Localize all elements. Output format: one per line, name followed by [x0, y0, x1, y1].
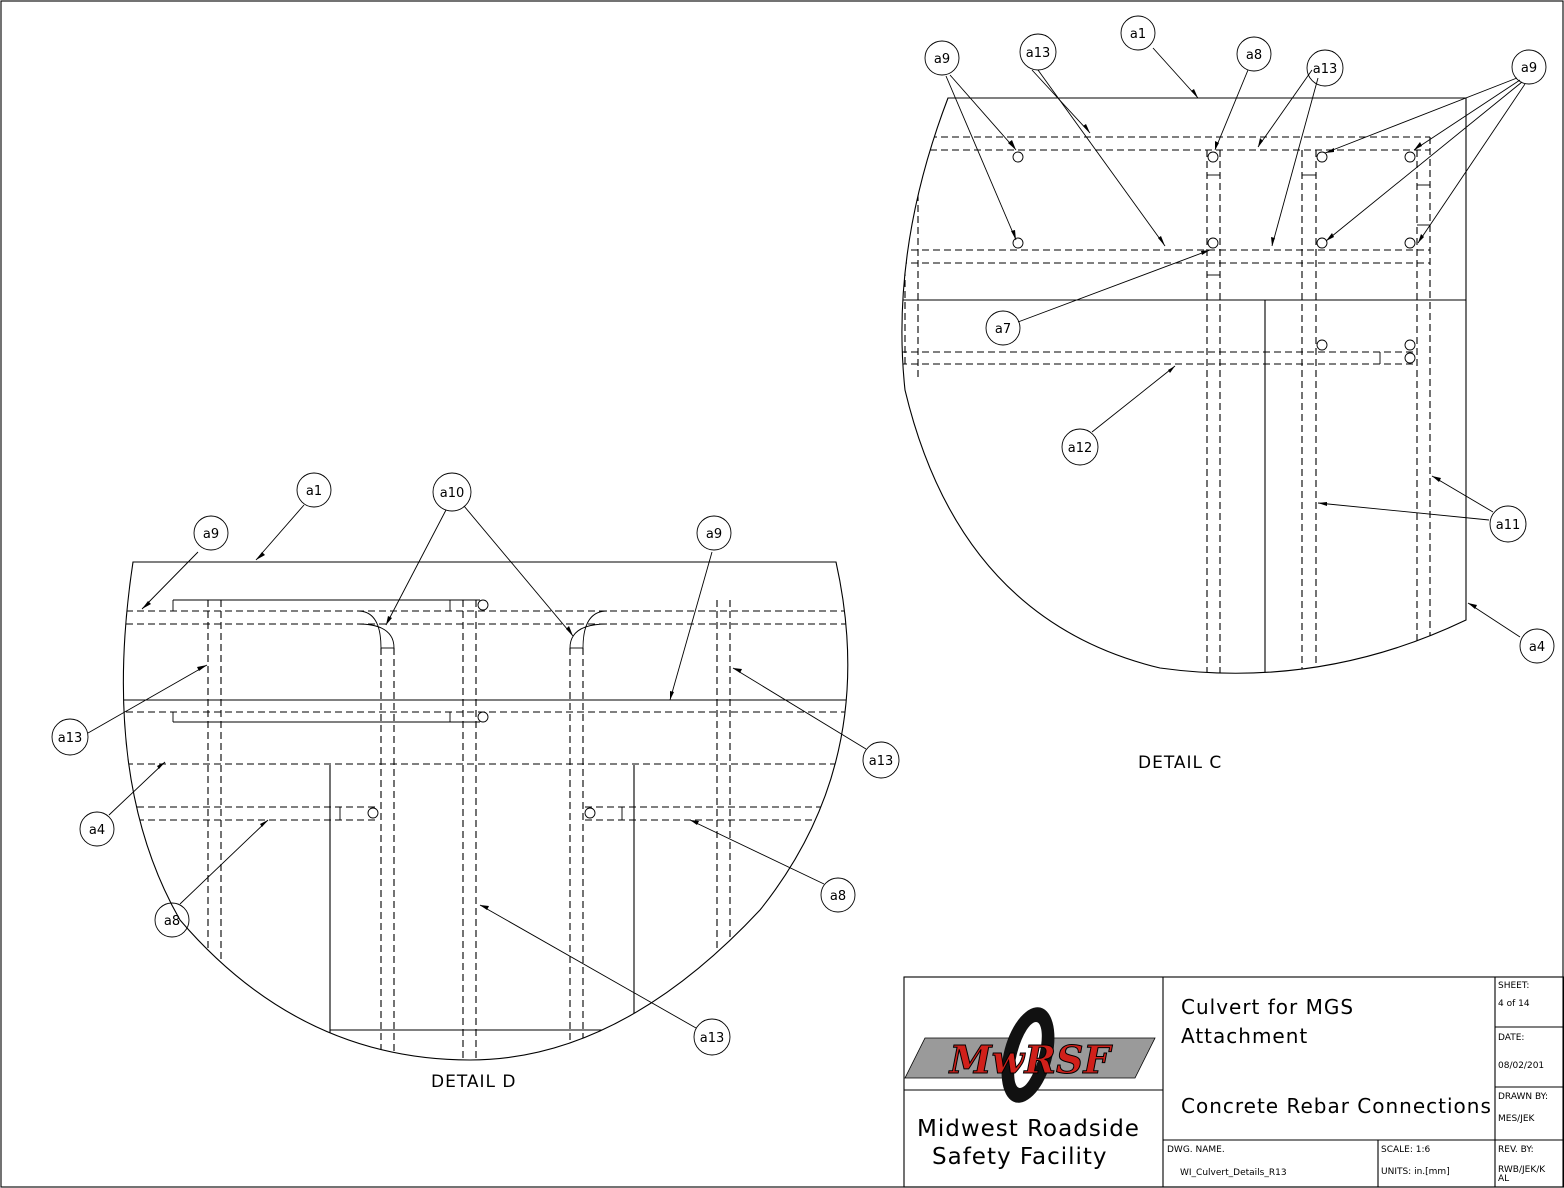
svg-text:a9: a9 — [203, 527, 219, 542]
svg-text:a9: a9 — [1521, 61, 1537, 76]
svg-text:a8: a8 — [1246, 48, 1262, 63]
svg-text:a1: a1 — [306, 484, 322, 499]
svg-text:a9: a9 — [706, 527, 722, 542]
svg-text:a9: a9 — [934, 52, 950, 67]
callout-bubble: a11 — [1489, 505, 1527, 543]
callout-bubble: a1 — [1120, 15, 1156, 51]
callout-bubble: a8 — [1236, 36, 1272, 72]
project-line1: Culvert for MGS — [1181, 995, 1354, 1019]
callout-bubble: a9 — [696, 515, 732, 551]
svg-text:a7: a7 — [995, 322, 1011, 337]
svg-text:a13: a13 — [869, 754, 894, 769]
svg-text:a10: a10 — [440, 486, 465, 501]
detail-d: DETAIL D — [122, 561, 849, 1092]
sheet-label: SHEET: — [1498, 981, 1529, 991]
detail-c: DETAIL C — [901, 97, 1467, 773]
svg-text:a13: a13 — [1313, 62, 1338, 77]
svg-text:a13: a13 — [1026, 46, 1051, 61]
callout-bubble: a13 — [1306, 49, 1344, 87]
units-label: UNITS: in.[mm] — [1381, 1167, 1450, 1177]
title-block: MwRSF Midwest Roadside Safety Facility C… — [903, 976, 1564, 1188]
svg-text:a1: a1 — [1130, 27, 1146, 42]
svg-text:a4: a4 — [1529, 640, 1545, 655]
svg-text:a4: a4 — [89, 823, 105, 838]
org-line1: Midwest Roadside — [917, 1116, 1140, 1142]
callout-bubble: a4 — [79, 811, 115, 847]
drawn-by-value: MES/JEK — [1498, 1114, 1536, 1124]
scale-label: SCALE: 1:6 — [1381, 1145, 1431, 1155]
callout-bubble: a13 — [51, 718, 89, 756]
sheet-value: 4 of 14 — [1498, 999, 1530, 1009]
callout-bubble: a10 — [432, 472, 472, 512]
detail-d-title: DETAIL D — [431, 1072, 517, 1092]
detail-d-outline — [122, 561, 849, 1061]
org-line2: Safety Facility — [932, 1144, 1108, 1170]
drawn-by-label: DRAWN BY: — [1498, 1092, 1548, 1102]
svg-text:a8: a8 — [164, 914, 180, 929]
callout-bubble: a8 — [820, 877, 856, 913]
svg-text:a12: a12 — [1068, 441, 1093, 456]
svg-text:a13: a13 — [58, 731, 83, 746]
callout-bubble: a9 — [193, 515, 229, 551]
callout-bubble: a9 — [1511, 49, 1547, 85]
callout-bubble: a13 — [693, 1018, 731, 1056]
svg-text:a11: a11 — [1496, 518, 1521, 533]
leader-lines — [87, 47, 1526, 1029]
dwg-name-label: DWG. NAME. — [1167, 1145, 1225, 1155]
rev-by-value-1: RWB/JEK/K — [1498, 1165, 1546, 1175]
callout-bubble: a7 — [985, 310, 1021, 346]
callout-bubble: a9 — [924, 40, 960, 76]
detail-c-title: DETAIL C — [1138, 753, 1222, 773]
callout-bubble: a8 — [154, 902, 190, 938]
callouts-detail-c: a9 a13 a1 a8 a13 a9 a7 a12 a11 a4 — [924, 15, 1555, 664]
arrowheads — [142, 89, 1477, 910]
rev-by-label: REV. BY: — [1498, 1145, 1534, 1155]
dwg-name-value: WI_Culvert_Details_R13 — [1180, 1168, 1287, 1178]
date-label: DATE: — [1498, 1033, 1524, 1043]
svg-text:a13: a13 — [700, 1031, 725, 1046]
callout-bubble: a4 — [1519, 628, 1555, 664]
date-value: 08/02/201 — [1498, 1061, 1544, 1071]
svg-text:MwRSF: MwRSF — [948, 1037, 1114, 1082]
svg-text:a8: a8 — [830, 889, 846, 904]
callout-bubble: a1 — [296, 472, 332, 508]
rev-by-value-2: AL — [1498, 1174, 1509, 1184]
callout-bubble: a13 — [1019, 33, 1057, 71]
mwrsf-logo: MwRSF — [904, 1007, 1156, 1103]
callout-bubble: a12 — [1061, 428, 1099, 466]
callout-bubble: a13 — [862, 741, 900, 779]
project-line2: Attachment — [1181, 1024, 1308, 1048]
callouts-detail-d: a1 a10 a9 a9 a13 a13 a4 a8 a8 a13 — [51, 472, 900, 1056]
detail-c-outline — [901, 97, 1467, 674]
sheet-title: Concrete Rebar Connections — [1181, 1094, 1492, 1118]
